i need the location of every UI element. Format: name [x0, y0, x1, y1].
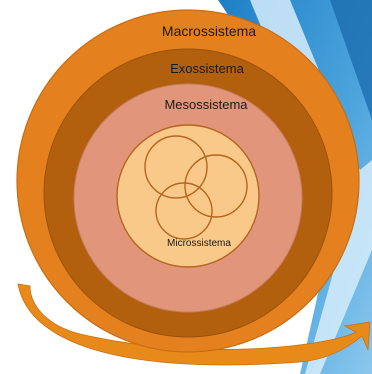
macrossistema-label: Macrossistema [162, 23, 256, 39]
microssistema-label: Microssistema [167, 238, 231, 249]
exossistema-label: Exossistema [170, 61, 244, 76]
mesossistema-label: Mesossistema [164, 97, 248, 112]
